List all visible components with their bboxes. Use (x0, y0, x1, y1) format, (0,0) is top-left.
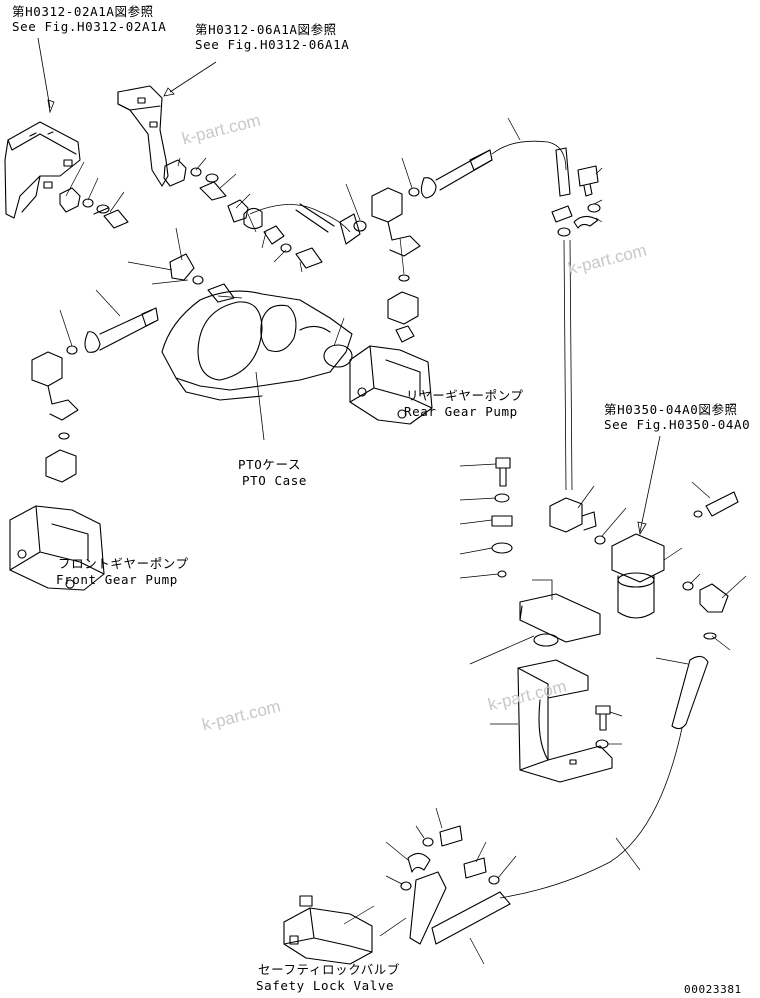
line-filter (611, 533, 665, 619)
right-bolt-washer (693, 491, 739, 518)
upper-fittings (339, 149, 493, 245)
hose-line (249, 204, 351, 233)
right-elbow-fitting (682, 581, 729, 613)
front-gear-pump-label-jp: フロントギヤーポンプ (58, 556, 189, 571)
left-clip-assembly (59, 187, 129, 229)
rear-gear-pump (349, 325, 433, 425)
rear-solenoid-valve (353, 187, 421, 325)
washer-small (557, 227, 571, 237)
o-ring-large (323, 344, 353, 368)
ref-06a1a-japanese: 第H0312-06A1A図参照 (195, 22, 337, 37)
left-bracket (4, 121, 81, 219)
pto-case-label-en: PTO Case (242, 473, 308, 488)
o-ring-small (594, 535, 606, 545)
safety-lock-valve (283, 895, 373, 965)
top-right-bolt-set (551, 165, 601, 229)
callout-leaders (59, 117, 747, 965)
hose-clamps (169, 199, 323, 303)
front-gear-pump-label-en: Front Gear Pump (56, 572, 178, 587)
ref-02a1a-english: See Fig.H0312-02A1A (12, 19, 167, 34)
bracket-bolt-set (595, 705, 611, 749)
bolt-stack (491, 457, 513, 578)
bottom-pipe (409, 871, 511, 945)
ref-0350-japanese: 第H0350-04A0図参照 (604, 402, 738, 417)
pto-case (161, 290, 353, 401)
plate-leader (532, 579, 553, 600)
left-shaft (66, 307, 159, 355)
hose-oring (703, 632, 717, 640)
drawing-number: 00023381 (684, 983, 742, 996)
ref-0350-english: See Fig.H0350-04A0 (604, 417, 751, 432)
short-hose (295, 203, 335, 233)
pto-case-label-jp: PTOケース (238, 457, 302, 472)
left-solenoid-valve (31, 351, 79, 483)
front-gear-pump (9, 505, 105, 591)
hose-end (555, 147, 571, 197)
upper-bracket (117, 85, 169, 187)
safety-lock-valve-label-en: Safety Lock Valve (256, 978, 395, 993)
fitting-valve-mid (549, 497, 597, 533)
upper-hose (491, 140, 567, 171)
l-bracket (517, 659, 613, 783)
ref-02a1a-japanese: 第H0312-02A1A図参照 (12, 4, 154, 19)
reference-leaders (37, 37, 661, 536)
safety-lock-valve-label-jp: セーフティロックバルブ (258, 962, 400, 977)
rear-gear-pump-label-jp: リヤーギヤーポンプ (406, 388, 524, 403)
vertical-hose (563, 239, 567, 491)
lower-hose (499, 655, 709, 899)
rear-gear-pump-label-en: Rear Gear Pump (404, 404, 518, 419)
upper-clip-assembly (163, 159, 227, 201)
filter-mount-plate (519, 593, 601, 647)
ref-06a1a-english: See Fig.H0312-06A1A (195, 37, 350, 52)
